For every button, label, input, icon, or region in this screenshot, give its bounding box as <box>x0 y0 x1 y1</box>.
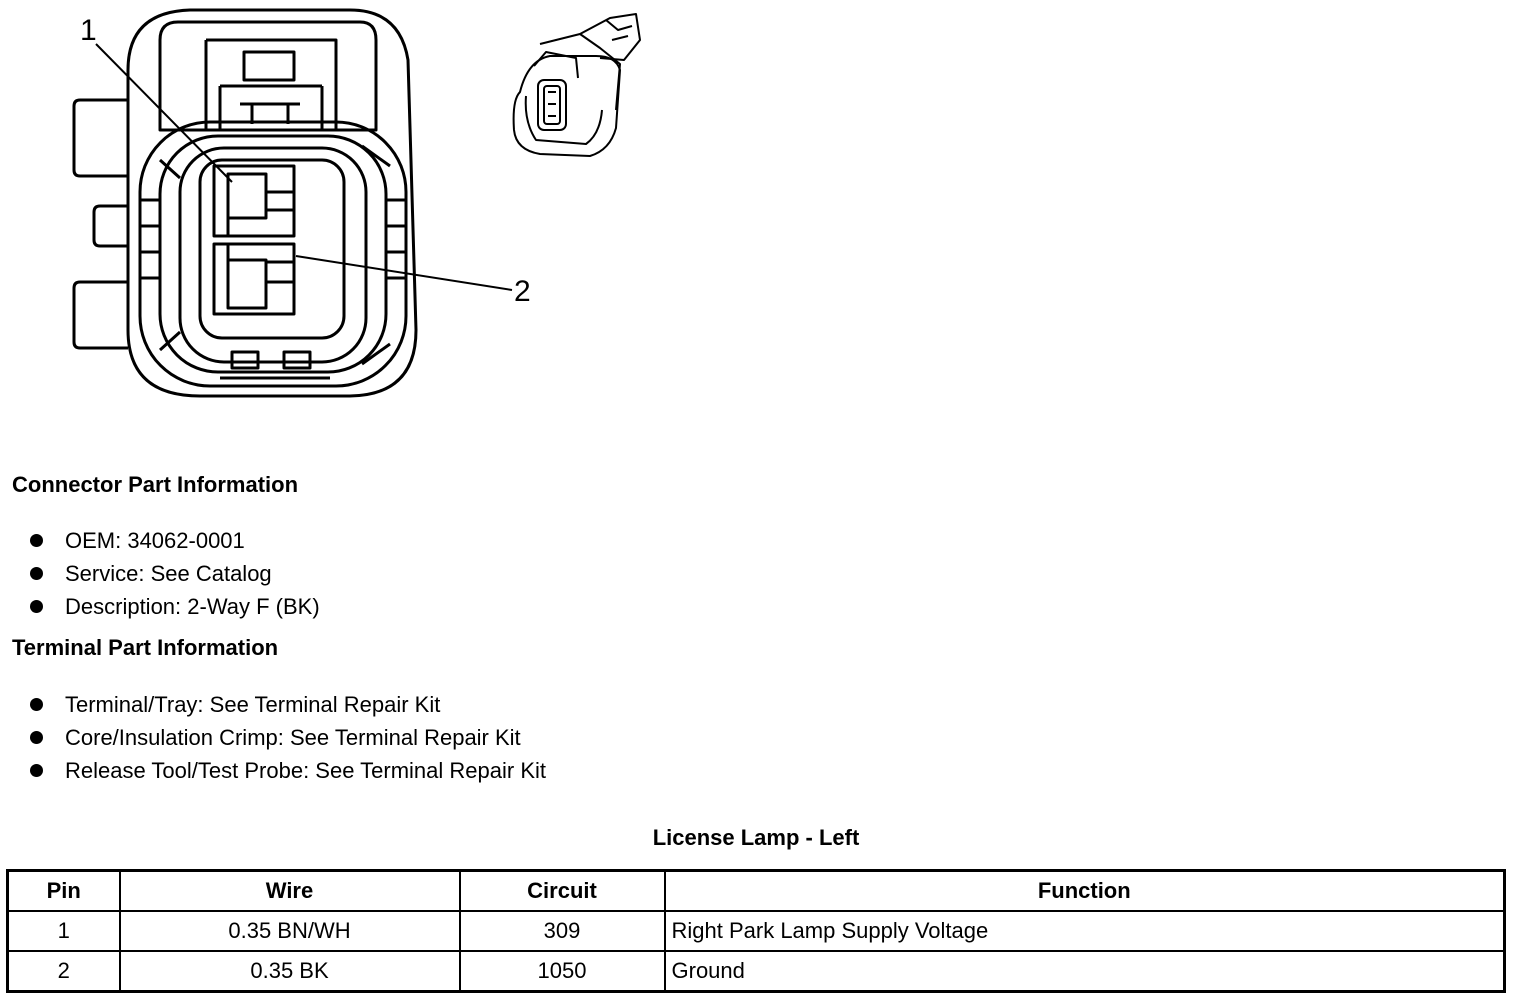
cell-function: Right Park Lamp Supply Voltage <box>663 910 1506 952</box>
cell-circuit: 1050 <box>458 950 666 993</box>
bullet-icon <box>30 731 43 744</box>
list-item: Release Tool/Test Probe: See Terminal Re… <box>26 754 546 787</box>
list-item: Description: 2-Way F (BK) <box>26 590 320 623</box>
header-pin: Pin <box>6 869 121 912</box>
pin-table: Pin Wire Circuit Function 1 0.35 BN/WH 3… <box>6 869 1506 993</box>
list-item-text: Service: See Catalog <box>65 561 272 586</box>
cell-wire: 0.35 BN/WH <box>118 910 461 952</box>
terminal-info-list: Terminal/Tray: See Terminal Repair Kit C… <box>26 688 546 787</box>
list-item-text: Terminal/Tray: See Terminal Repair Kit <box>65 692 441 717</box>
callout-1-label: 1 <box>80 14 97 47</box>
list-item-text: Description: 2-Way F (BK) <box>65 594 320 619</box>
table-row: 1 0.35 BN/WH 309 Right Park Lamp Supply … <box>6 910 1506 952</box>
list-item-text: Release Tool/Test Probe: See Terminal Re… <box>65 758 546 783</box>
cell-function: Ground <box>663 950 1506 993</box>
connector-info-list: OEM: 34062-0001 Service: See Catalog Des… <box>26 524 320 623</box>
connector-face-view <box>72 8 641 398</box>
list-item: OEM: 34062-0001 <box>26 524 320 557</box>
connector-thumbnail <box>512 13 641 157</box>
bullet-icon <box>30 698 43 711</box>
bullet-icon <box>30 764 43 777</box>
header-wire: Wire <box>118 869 461 912</box>
bullet-icon <box>30 600 43 613</box>
list-item: Core/Insulation Crimp: See Terminal Repa… <box>26 721 546 754</box>
connector-info-heading: Connector Part Information <box>12 472 299 497</box>
cell-circuit: 309 <box>458 910 666 952</box>
terminal-info-heading: Terminal Part Information <box>12 635 279 660</box>
pin-table-title: License Lamp - Left <box>652 825 860 850</box>
list-item-text: Core/Insulation Crimp: See Terminal Repa… <box>65 725 521 750</box>
bullet-icon <box>30 567 43 580</box>
cell-pin: 2 <box>6 950 121 993</box>
callout-2-label: 2 <box>514 275 531 308</box>
connector-diagram: 1 2 <box>0 0 700 420</box>
bullet-icon <box>30 534 43 547</box>
table-row: 2 0.35 BK 1050 Ground <box>6 950 1506 993</box>
list-item-text: OEM: 34062-0001 <box>65 528 245 553</box>
table-header-row: Pin Wire Circuit Function <box>6 869 1506 912</box>
header-circuit: Circuit <box>458 869 666 912</box>
cell-wire: 0.35 BK <box>118 950 461 993</box>
list-item: Terminal/Tray: See Terminal Repair Kit <box>26 688 546 721</box>
cell-pin: 1 <box>6 910 121 952</box>
list-item: Service: See Catalog <box>26 557 320 590</box>
header-function: Function <box>663 869 1506 912</box>
